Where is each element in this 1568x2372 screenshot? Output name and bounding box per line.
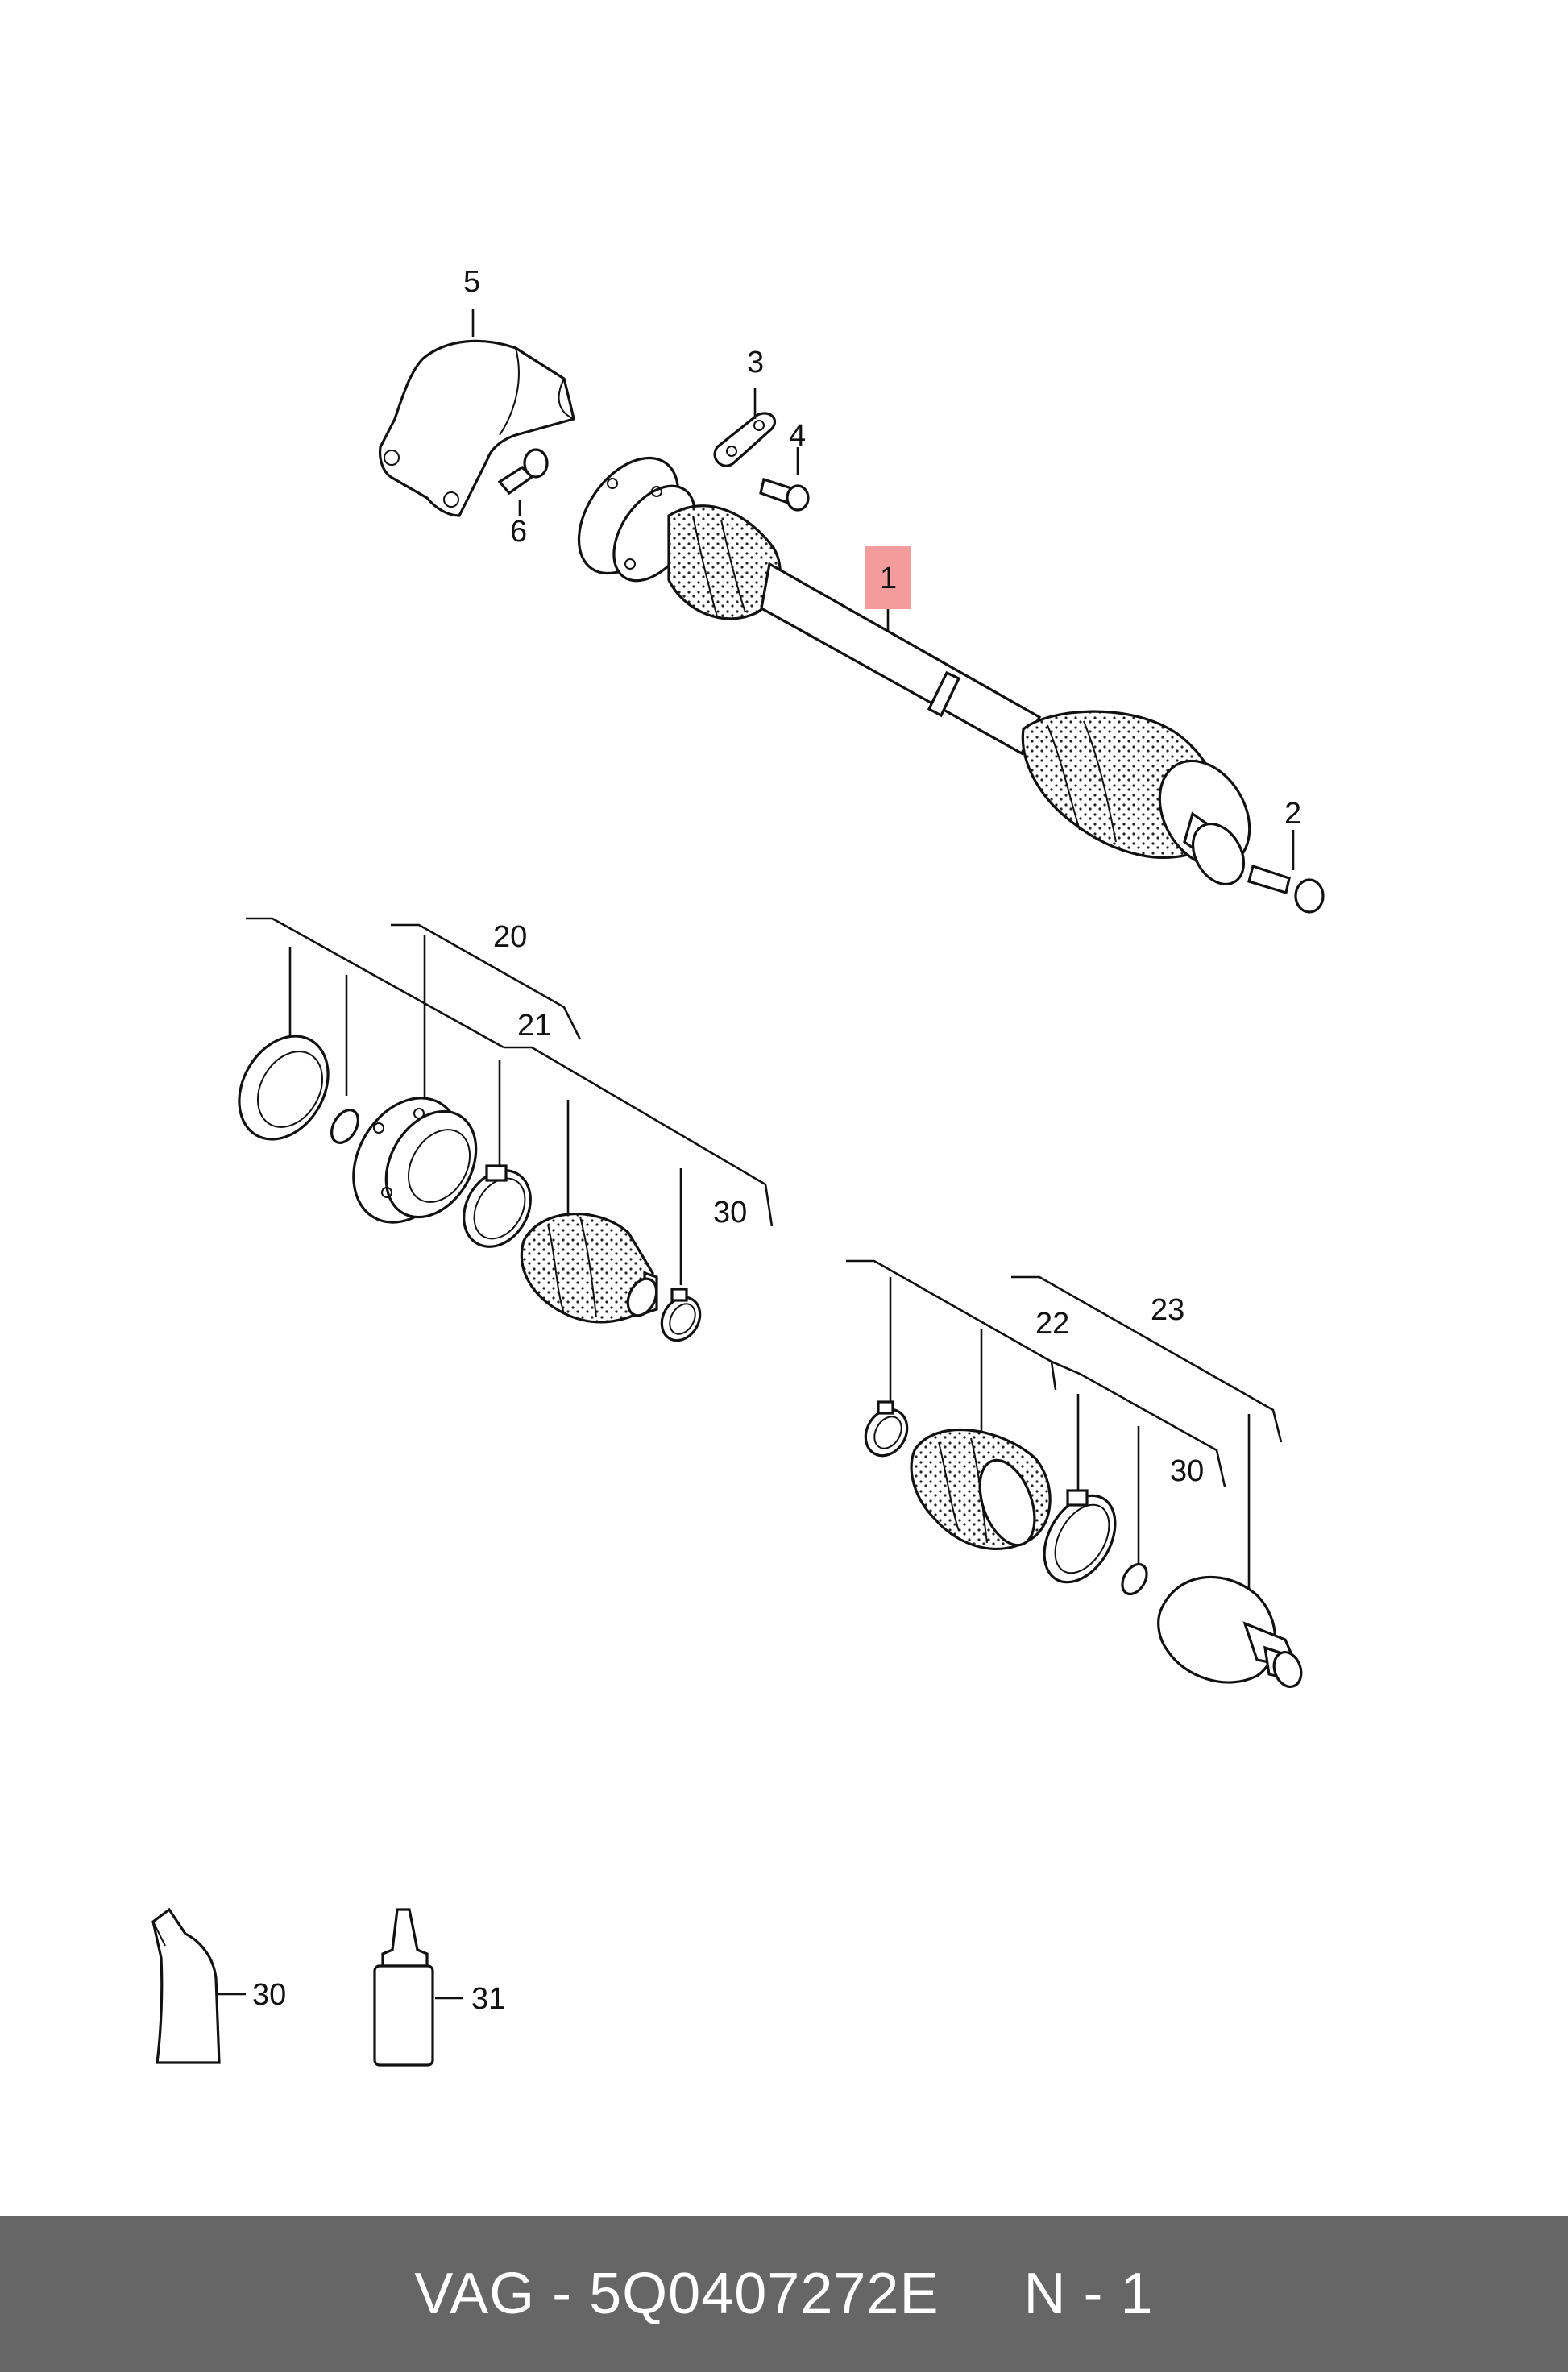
- callout-30-upper: 30: [713, 1196, 747, 1230]
- circlip-part: [330, 1109, 359, 1144]
- callout-4: 4: [789, 419, 806, 453]
- boot-2-part: [910, 1428, 1052, 1550]
- callout-31: 31: [471, 1982, 505, 2016]
- footer-gap: [940, 2261, 1024, 2327]
- footer-bar: VAG - 5Q0407272E N - 1: [0, 2216, 1568, 2372]
- circlip-2-part: [1121, 1562, 1148, 1596]
- heat-shield-part: [378, 339, 575, 517]
- sealant-bottle-part: [373, 1908, 434, 2067]
- footer-note: N - 1: [1023, 2262, 1154, 2326]
- outer-cv-joint-part: [1021, 710, 1251, 885]
- outer-joint-part: [1157, 1575, 1303, 1688]
- cap-part: [238, 1035, 330, 1141]
- callout-6: 6: [510, 515, 527, 549]
- callout-30-tube: 30: [252, 1978, 286, 2012]
- bolt-4-part: [759, 477, 810, 512]
- callout-22: 22: [1035, 1307, 1069, 1341]
- footer-brand: VAG: [414, 2262, 536, 2326]
- footer-part-number: 5Q0407272E: [589, 2262, 940, 2326]
- grease-tube-part: [151, 1907, 221, 2064]
- clamp-large-2-part: [1043, 1489, 1117, 1584]
- clamp-large-part: [463, 1164, 532, 1248]
- shaft-part: [760, 562, 1042, 756]
- callout-5: 5: [463, 265, 480, 299]
- callout-21: 21: [517, 1009, 551, 1043]
- clamp-small-2-part: [864, 1400, 909, 1458]
- bolt-6-part: [497, 448, 549, 496]
- callout-3: 3: [747, 346, 764, 379]
- callout-30-lower: 30: [1170, 1454, 1204, 1488]
- locking-plate-part: [713, 412, 777, 467]
- callout-2: 2: [1284, 797, 1301, 831]
- footer-separator: -: [535, 2262, 590, 2326]
- inner-cv-joint-part: [577, 456, 782, 620]
- callout-1-highlight: [865, 546, 911, 609]
- boot-part: [520, 1213, 658, 1324]
- bolt-2-part: [1247, 864, 1325, 914]
- joint-housing-part: [352, 1097, 478, 1224]
- parts-diagram: 5 6 3 4 1 2 20 21 30 22 23 30 30 31: [151, 265, 1325, 2067]
- callout-1: 1: [880, 562, 897, 595]
- callout-20: 20: [493, 920, 527, 954]
- clamp-small-part: [660, 1288, 702, 1342]
- callout-23: 23: [1151, 1293, 1184, 1327]
